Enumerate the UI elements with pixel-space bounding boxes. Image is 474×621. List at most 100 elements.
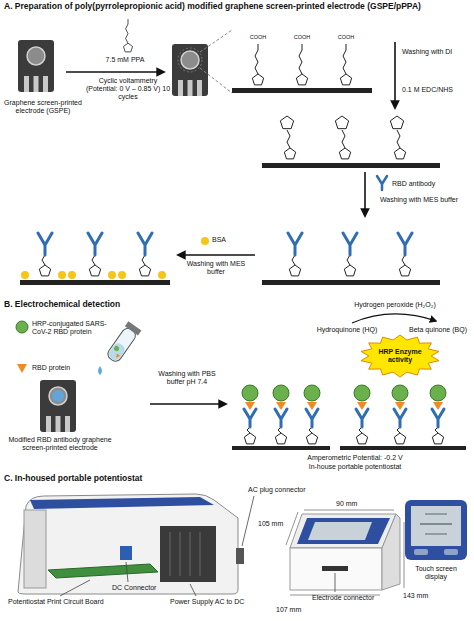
shape-line [180, 532, 181, 576]
leader-line [126, 562, 128, 582]
step-arrow [364, 172, 366, 216]
group-label: COOH [336, 34, 356, 40]
electrode-label: Modified RBD antibody graphene screen-pr… [4, 436, 116, 452]
electrode-icon [18, 40, 54, 92]
reagent-label: RBD protein [32, 364, 70, 372]
leader-line [335, 573, 336, 592]
part-label: DC Connector [112, 584, 156, 592]
step-label: Cyclic voltammetry (Potential: 0 V – 0.8… [82, 77, 174, 101]
device-housing [18, 494, 238, 594]
electrode-surface [262, 280, 440, 285]
part-label: Electrode connector [312, 594, 374, 602]
shape-use [273, 385, 289, 444]
shape-use [335, 116, 350, 159]
shape-rect [414, 549, 428, 555]
electrode-slot [322, 566, 348, 571]
shape-circle [58, 271, 66, 279]
shape-line [200, 532, 201, 576]
product-label: Hydroquinone (HQ) [314, 326, 380, 334]
device-top [290, 514, 396, 548]
bsa-dot [201, 237, 209, 245]
touch-screen-lcd [411, 506, 461, 546]
panel-c-art [18, 494, 467, 596]
shape-circle [158, 271, 166, 279]
device-front [24, 510, 46, 588]
device-side [382, 514, 400, 590]
shape-use [288, 233, 302, 276]
group-label: COOH [248, 34, 268, 40]
shape-use [398, 233, 412, 276]
step-label: Washing with PBS buffer pH 7.4 [150, 370, 224, 386]
shape-polygon [114, 354, 120, 360]
protein-icon [16, 321, 28, 333]
part-label: AC plug connector [248, 486, 306, 494]
electrode-surface [340, 446, 466, 450]
shape-use [280, 116, 295, 159]
shape-circle [21, 271, 29, 279]
droplet [52, 390, 64, 402]
shape-use [392, 385, 408, 444]
shape-use [123, 19, 132, 52]
device-screen [297, 518, 390, 544]
starburst-outline [361, 335, 439, 377]
shape-use [340, 44, 351, 85]
step-arrow [178, 254, 255, 256]
device-top [30, 497, 214, 509]
shape-line [425, 513, 447, 515]
shape-line [425, 533, 447, 535]
zoom-circle [178, 48, 202, 72]
reagent-label: 0.1 M EDC/NHS [402, 86, 453, 94]
protein-icon [17, 364, 27, 373]
shape-use [138, 233, 152, 276]
step-arrow [394, 42, 396, 108]
step-arrow [66, 71, 164, 73]
dimension-line [304, 510, 394, 511]
node-text: HRP Enzyme activity [377, 348, 423, 364]
shape-circle [108, 271, 116, 279]
shape-use [430, 385, 446, 444]
method-label: Amperometric Potential: -0.2 V [290, 454, 420, 462]
shape-use [38, 233, 52, 276]
dimension-line [404, 522, 405, 588]
group-label: COOH [292, 34, 312, 40]
step-label: Washing with MES buffer [372, 196, 466, 204]
ppa-molecule [123, 19, 132, 52]
power-supply [160, 526, 216, 582]
dimension-label: 143 mm [403, 592, 428, 600]
circuit-board [48, 564, 158, 578]
part-label: Power Supply AC to DC [170, 598, 244, 606]
shape-rect [125, 321, 142, 335]
shape-circle [118, 271, 126, 279]
reaction-arrow [352, 314, 436, 323]
electrode-icon [40, 380, 76, 432]
sample-tube [105, 321, 142, 364]
leader-line [190, 584, 196, 596]
reagent-label: Hydrogen peroxide (H₂O₂) [345, 301, 445, 309]
ac-connector [236, 548, 244, 564]
enzyme-burst: HRP Enzyme activity [359, 334, 441, 378]
electrode-label: Graphene screen-printed electrode (GSPE) [4, 99, 82, 115]
method-label: In-house portable potentiostat [290, 463, 420, 471]
dimension-line [286, 512, 298, 545]
dc-connector [120, 546, 132, 560]
shape-line [170, 532, 171, 576]
zoom-line [200, 68, 232, 93]
reagent-label: BSA [212, 236, 226, 244]
electrode-surface [232, 88, 372, 93]
shape-circle [68, 271, 76, 279]
electrode-icon [172, 44, 208, 96]
shape-use [343, 233, 357, 276]
dimension-label: 107 mm [276, 606, 301, 614]
reagent-label: 7.5 mM PPA [95, 56, 155, 64]
shape-line [190, 532, 191, 576]
shape-circle [113, 345, 120, 352]
shape-use [296, 44, 307, 85]
zoom-line [200, 30, 232, 52]
shape-use [242, 385, 258, 444]
electrode-surface [262, 163, 440, 168]
panel-a-art [18, 19, 440, 285]
panel-b-art [16, 314, 466, 450]
